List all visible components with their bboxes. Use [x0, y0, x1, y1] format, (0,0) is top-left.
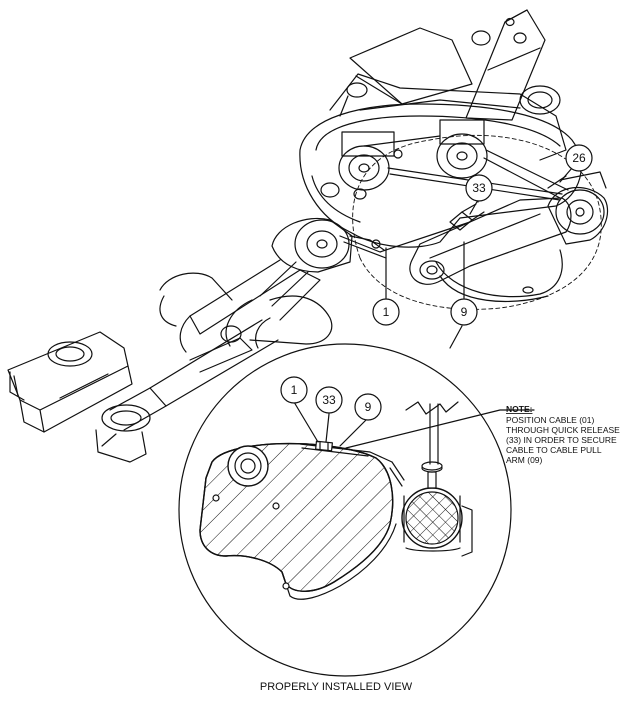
note-line-3: (33) IN ORDER TO SECURE — [506, 435, 617, 445]
note-line-4: CABLE TO CABLE PULL — [506, 445, 602, 455]
detail-leader — [449, 325, 463, 349]
machine-frame-drawing — [7, 9, 609, 463]
detail-view-drawing — [199, 401, 473, 600]
quick-release-33 — [315, 440, 333, 452]
note-heading: NOTE: — [506, 404, 533, 414]
note-line-5: ARM (09) — [506, 455, 543, 465]
callout-9-detail: 9 — [365, 400, 372, 414]
top-callouts: 1 9 33 26 — [372, 144, 593, 326]
note-leader — [345, 409, 535, 449]
note-line-2: THROUGH QUICK RELEASE — [506, 425, 620, 435]
detail-zone-outline — [352, 134, 602, 310]
detail-callouts: 1 33 9 — [280, 376, 535, 449]
callout-9-top: 9 — [461, 305, 468, 319]
callout-33-top: 33 — [472, 181, 486, 195]
callout-1-top: 1 — [383, 305, 390, 319]
callout-1-detail: 1 — [291, 383, 298, 397]
view-caption: PROPERLY INSTALLED VIEW — [260, 681, 413, 693]
callout-26: 26 — [572, 151, 586, 165]
detail-view-circle — [178, 343, 512, 677]
callout-33-detail: 33 — [322, 393, 336, 407]
note-line-1: POSITION CABLE (01) — [506, 415, 594, 425]
installation-note: NOTE: POSITION CABLE (01) THROUGH QUICK … — [506, 404, 620, 465]
